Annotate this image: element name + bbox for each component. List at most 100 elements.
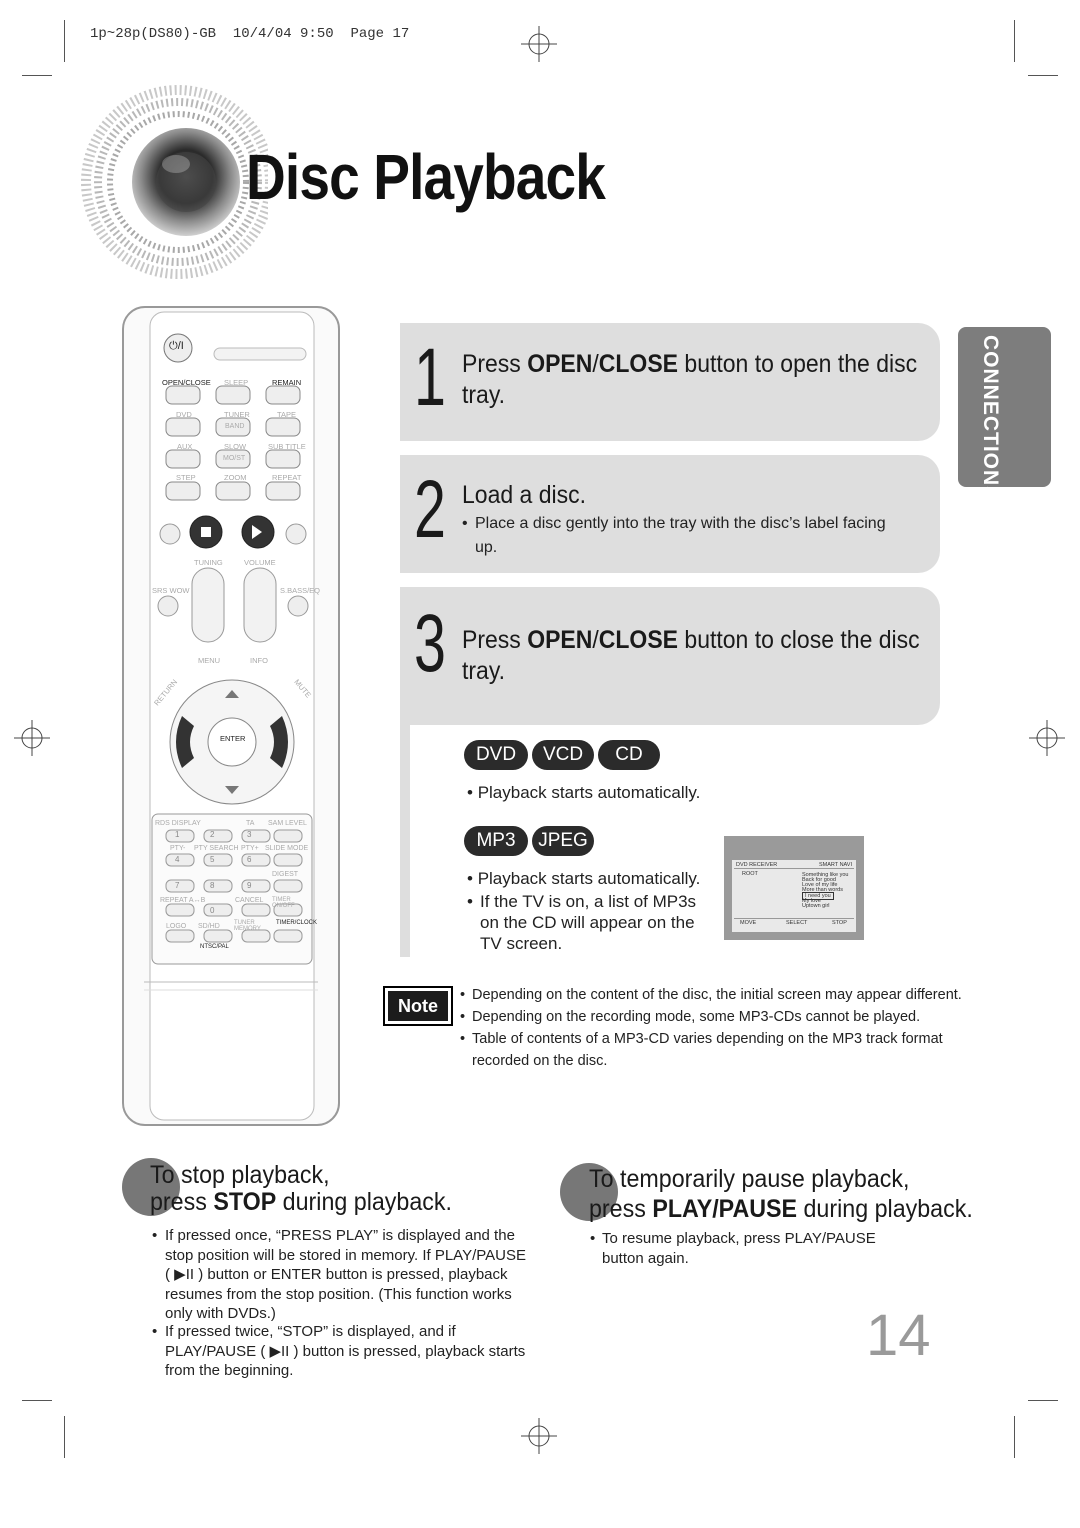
tv-foot-select: SELECT bbox=[786, 920, 808, 926]
note-line-3: •Table of contents of a MP3-CD varies de… bbox=[460, 1031, 943, 1069]
tip-stop-bullet-1: •If pressed once, “PRESS PLAY” is displa… bbox=[152, 1227, 526, 1322]
remote-label-ta: TA bbox=[246, 820, 255, 827]
note-label: Note bbox=[388, 991, 448, 1021]
remote-control-illustration bbox=[122, 306, 340, 1126]
tv-track-5: I need you bbox=[802, 892, 834, 900]
crop-mark bbox=[1028, 75, 1058, 76]
tip-pause-title-line1: To temporarily pause playback, bbox=[589, 1165, 910, 1193]
remote-label-pty-plus: PTY+ bbox=[241, 845, 259, 852]
crop-mark bbox=[64, 20, 65, 62]
tip-pause-marker bbox=[560, 1163, 618, 1221]
crop-mark bbox=[1028, 1400, 1058, 1401]
step-1-card: 1 Press OPEN/CLOSE button to open the di… bbox=[400, 323, 940, 441]
tv-screen-illustration: DVD RECEIVER SMART NAVI ROOT Something l… bbox=[724, 836, 864, 940]
speaker-logo-icon bbox=[81, 85, 268, 279]
remote-label-timer-on-off: TIMER ON/OFF bbox=[272, 897, 295, 909]
crop-mark bbox=[22, 75, 52, 76]
remote-label-dvd: DVD bbox=[176, 410, 192, 419]
tv-track-4: More than words bbox=[802, 887, 843, 893]
crop-mark bbox=[1014, 1416, 1015, 1458]
step-2-card: 2 Load a disc. • Place a disc gently int… bbox=[400, 455, 940, 573]
step-3-text: Press OPEN/CLOSE button to close the dis… bbox=[462, 626, 920, 685]
remote-label-tape: TAPE bbox=[277, 410, 297, 419]
registration-mark-icon bbox=[521, 1418, 557, 1454]
formats-b-note-2: • If the TV is on, a list of MP3s on the… bbox=[467, 892, 697, 953]
tip-stop-marker bbox=[122, 1158, 180, 1216]
remote-label-sleep: SLEEP bbox=[224, 378, 249, 387]
step-1-text: Press OPEN/CLOSE button to open the disc… bbox=[462, 350, 918, 409]
remote-label-repeat-ab: REPEAT A↔B bbox=[160, 897, 206, 904]
tv-root-label: ROOT bbox=[742, 871, 758, 877]
remote-label-rds-display: RDS DISPLAY bbox=[155, 820, 201, 827]
print-header: 1p~28p(DS80)-GB 10/4/04 9:50 Page 17 bbox=[90, 26, 410, 42]
tv-track-7: Uptown girl bbox=[802, 903, 830, 909]
remote-label-open-close: OPEN/CLOSE bbox=[162, 378, 211, 387]
remote-digit-8: 8 bbox=[210, 881, 215, 890]
remote-label-tuner-memory: TUNER MEMORY bbox=[234, 920, 261, 932]
remote-label-sd-hd: SD/HD bbox=[198, 923, 220, 930]
format-badge-vcd: VCD bbox=[532, 740, 594, 770]
remote-label-slide-mode: SLIDE MODE bbox=[265, 845, 309, 852]
remote-digit-6: 6 bbox=[247, 855, 252, 864]
remote-label-step: STEP bbox=[176, 473, 196, 482]
remote-digit-0: 0 bbox=[210, 906, 215, 915]
remote-label-menu: MENU bbox=[198, 656, 221, 665]
tv-track-1: Something like you bbox=[802, 872, 849, 878]
remote-digit-9: 9 bbox=[247, 881, 252, 890]
tip-stop-bullet-2: •If pressed twice, “STOP” is displayed, … bbox=[152, 1323, 526, 1379]
tv-screen-content: DVD RECEIVER SMART NAVI ROOT Something l… bbox=[732, 860, 856, 932]
remote-label-aux: AUX bbox=[177, 442, 193, 451]
format-badge-dvd: DVD bbox=[464, 740, 528, 770]
remote-label-zoom: ZOOM bbox=[224, 473, 247, 482]
remote-label-pty-search: PTY SEARCH bbox=[194, 845, 239, 852]
remote-label-mo-st: MO/ST bbox=[223, 455, 246, 462]
format-badge-mp3: MP3 bbox=[464, 826, 528, 856]
formats-b-note-1: • Playback starts automatically. bbox=[467, 869, 701, 888]
registration-mark-icon bbox=[1029, 720, 1065, 756]
remote-label-repeat: REPEAT bbox=[272, 473, 302, 482]
section-tab-connections: CONNECTIONS bbox=[958, 327, 1051, 501]
tv-track-6: My love bbox=[802, 898, 821, 904]
tip-pause-bullet-1: •To resume playback, press PLAY/PAUSE bu… bbox=[590, 1230, 876, 1267]
remote-label-cancel: CANCEL bbox=[235, 897, 264, 904]
remote-digit-2: 2 bbox=[210, 830, 215, 839]
registration-mark-icon bbox=[14, 720, 50, 756]
remote-label-tuner: TUNER bbox=[224, 410, 250, 419]
tip-pause-title-line2: press PLAY/PAUSE during playback. bbox=[589, 1195, 973, 1223]
remote-label-info: INFO bbox=[250, 656, 268, 665]
step-2-text: Load a disc. bbox=[462, 481, 587, 509]
tv-foot-stop: STOP bbox=[832, 920, 847, 926]
step-3-number: 3 bbox=[414, 598, 446, 689]
note-badge: Note bbox=[383, 986, 453, 1026]
tip-stop-title-line1: To stop playback, bbox=[150, 1161, 330, 1189]
tv-foot-move: MOVE bbox=[740, 920, 757, 926]
remote-label-tuning: TUNING bbox=[194, 558, 223, 567]
tv-track-2: Back for good bbox=[802, 877, 836, 883]
remote-label-band: BAND bbox=[225, 423, 245, 430]
format-badge-jpeg: JPEG bbox=[532, 826, 594, 856]
remote-label-sam-level: SAM LEVEL bbox=[268, 820, 307, 827]
remote-label-logo: LOGO bbox=[166, 923, 187, 930]
remote-digit-1: 1 bbox=[175, 830, 180, 839]
remote-digit-4: 4 bbox=[175, 855, 180, 864]
remote-label-enter: ENTER bbox=[220, 734, 246, 743]
registration-mark-icon bbox=[521, 26, 557, 62]
remote-label-srs-wow: SRS WOW bbox=[152, 586, 190, 595]
remote-label-remain: REMAIN bbox=[272, 378, 302, 387]
remote-label-power: ⏻/I bbox=[169, 340, 184, 352]
crop-mark bbox=[22, 1400, 52, 1401]
remote-digit-5: 5 bbox=[210, 855, 215, 864]
step-1-number: 1 bbox=[414, 332, 446, 423]
format-badge-cd: CD bbox=[598, 740, 660, 770]
tv-top-right: SMART NAVI bbox=[818, 862, 852, 868]
remote-digit-7: 7 bbox=[175, 881, 180, 890]
tip-stop-title-line2: press STOP during playback. bbox=[150, 1188, 453, 1216]
remote-label-pty-minus: PTY- bbox=[170, 845, 186, 852]
step-2-number: 2 bbox=[414, 464, 446, 555]
remote-label-slow: SLOW bbox=[224, 442, 247, 451]
page-title: Disc Playback bbox=[246, 141, 606, 213]
formats-a-note: • Playback starts automatically. bbox=[467, 783, 701, 802]
remote-digit-3: 3 bbox=[247, 830, 252, 839]
note-line-1: •Depending on the content of the disc, t… bbox=[460, 987, 962, 1003]
crop-mark bbox=[1014, 20, 1015, 62]
